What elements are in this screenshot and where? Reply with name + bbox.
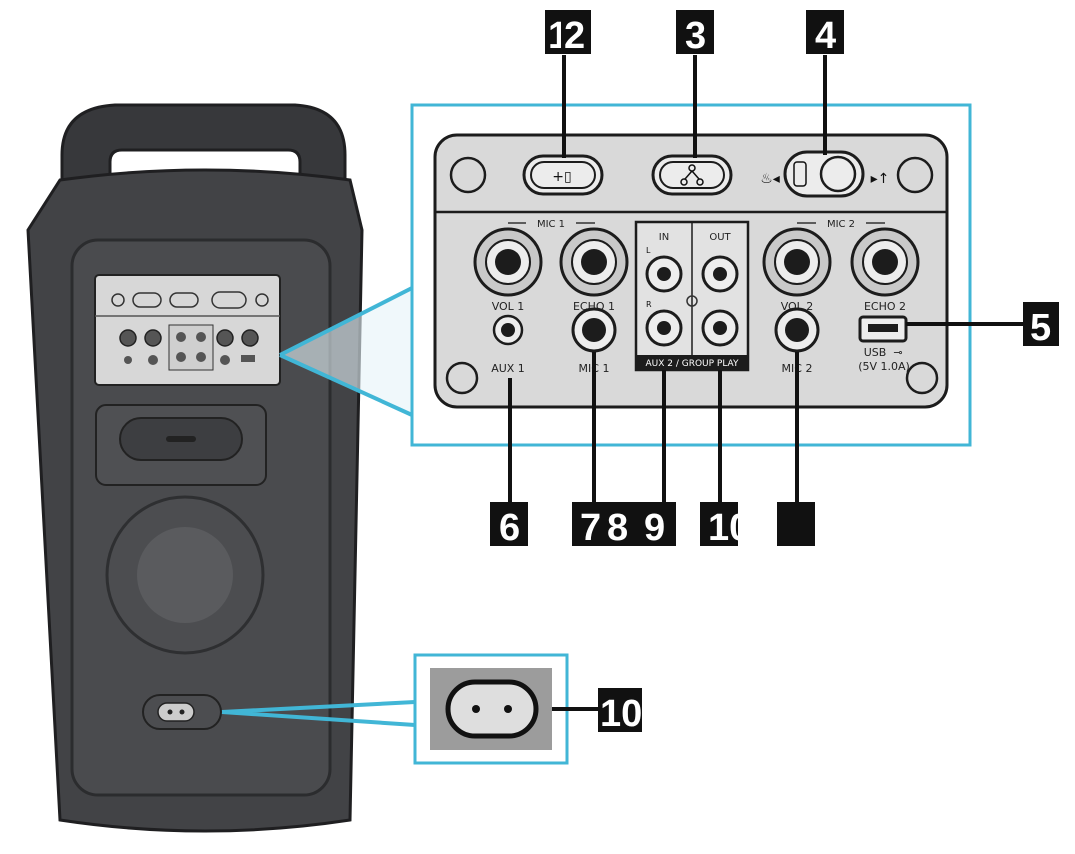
mic1-jack[interactable] (571, 307, 617, 353)
svg-text:3: 3 (685, 15, 706, 57)
vol1-label: VOL 1 (492, 300, 525, 313)
echo1-label: ECHO 1 (573, 300, 615, 313)
vol1-knob[interactable] (473, 227, 543, 297)
svg-text:9: 9 (644, 507, 665, 549)
left-channel-label: L (646, 246, 651, 255)
svg-text:10: 10 (708, 507, 750, 549)
guitar-mic-switch[interactable]: ♨◂ ▸↑ (760, 150, 890, 198)
speaker-unit (26, 103, 364, 833)
passive-radiator (105, 495, 265, 655)
rca-in-right-jack[interactable] (645, 309, 683, 347)
rear-grip (95, 404, 267, 486)
screw-icon (445, 361, 479, 395)
screw-icon (896, 156, 934, 194)
guitar-icon: ♨◂ (760, 171, 780, 187)
rca-block: AUX 2 / GROUP PLAY IN OUT L R (634, 220, 750, 372)
body-power-socket (142, 694, 222, 730)
callout-11 (777, 502, 815, 546)
vol2-knob[interactable] (762, 227, 832, 297)
svg-text:6: 6 (499, 507, 520, 549)
usb-port[interactable] (858, 315, 908, 343)
party-mode-button[interactable]: +▯ (522, 154, 604, 196)
echo2-label: ECHO 2 (864, 300, 906, 313)
callout-leaders (508, 55, 1023, 711)
svg-text:4: 4 (815, 15, 836, 57)
aux2-group-play-label: AUX 2 / GROUP PLAY (645, 359, 739, 369)
panel-zoom-wedge (280, 288, 412, 415)
usb-label: USB (864, 346, 887, 359)
mic2-jack[interactable] (774, 307, 820, 353)
callout-10: 10 (700, 502, 750, 549)
echo1-knob[interactable] (559, 227, 629, 297)
callout-4: 4 (806, 10, 844, 57)
usb-spec-label: (5V 1.0A) (858, 360, 910, 373)
callout-3: 3 (676, 10, 714, 57)
rca-out-right-jack[interactable] (701, 309, 739, 347)
mini-connector-panel (94, 274, 281, 386)
screw-icon (905, 361, 939, 395)
carry-handle (60, 103, 347, 192)
rca-in-left-jack[interactable] (645, 255, 683, 293)
callout-5: 5 (1023, 302, 1059, 349)
svg-text:7: 7 (580, 507, 601, 549)
zoom-leaders (221, 286, 416, 727)
svg-text:5: 5 (1030, 307, 1051, 349)
rca-out-left-jack[interactable] (701, 255, 739, 293)
callout-2: 2 (561, 10, 591, 57)
mic2-group-label: MIC 2 (827, 219, 855, 230)
rca-in-label: IN (659, 232, 669, 243)
group-play-button[interactable] (651, 154, 733, 196)
rca-out-label: OUT (709, 232, 731, 243)
callout-6: 6 (490, 502, 528, 549)
connector-panel: +▯ ♨◂ ▸↑ MIC 1 MIC 2 (433, 133, 949, 409)
callout-9: 9 (636, 502, 676, 549)
svg-text:2: 2 (564, 15, 585, 57)
network-icon (680, 164, 704, 186)
usb-icon: ⊸ (893, 346, 902, 359)
ac-power-inlet[interactable] (430, 668, 552, 750)
callout-8: 8 (600, 502, 638, 549)
echo2-knob[interactable] (850, 227, 920, 297)
aux1-jack[interactable] (492, 314, 524, 346)
mic1-group-label: MIC 1 (537, 219, 565, 230)
callout-power: 10 (598, 688, 642, 735)
party-mode-icon: +▯ (552, 169, 571, 185)
svg-text:10: 10 (600, 693, 642, 735)
svg-text:8: 8 (607, 507, 628, 549)
screw-icon (449, 156, 487, 194)
right-channel-label: R (646, 300, 652, 309)
mic-icon: ▸↑ (871, 171, 890, 187)
aux1-label: AUX 1 (491, 362, 525, 375)
